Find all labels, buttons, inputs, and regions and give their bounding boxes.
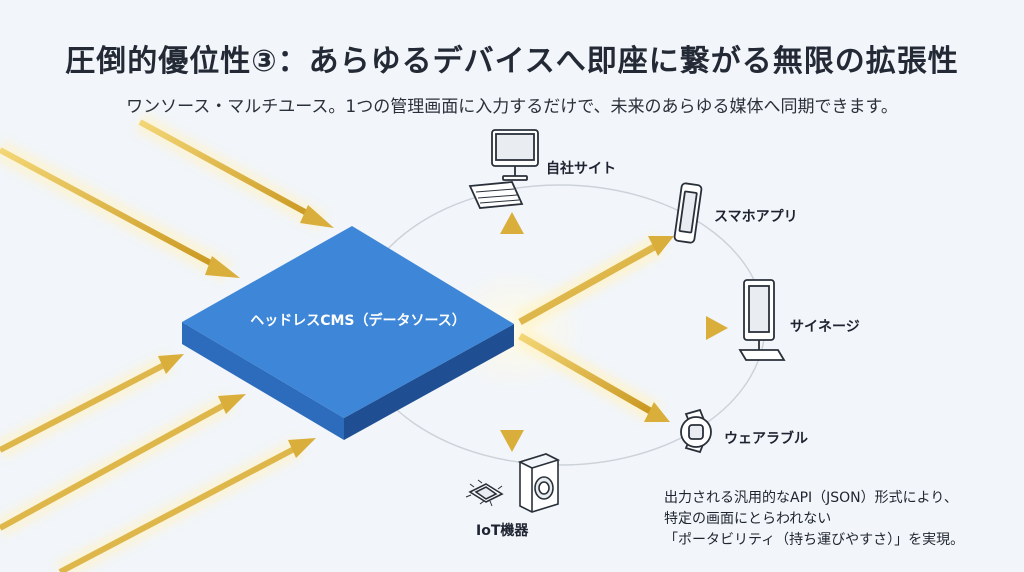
incoming-data-arrows — [0, 113, 334, 572]
device-label-signage: サイネージ — [790, 319, 860, 335]
incoming-arrow — [0, 353, 184, 459]
incoming-arrow — [0, 393, 246, 537]
iot-chip-washer-icon — [465, 453, 561, 513]
note-line: 特定の画面にとらわれない — [664, 511, 832, 527]
washing-machine-icon — [517, 453, 561, 513]
smartphone-icon — [673, 182, 703, 244]
chip-icon — [465, 479, 504, 507]
incoming-arrow — [0, 140, 240, 282]
hub-top-face — [182, 226, 514, 418]
incoming-arrow — [135, 113, 334, 231]
note-line: 「ポータビリティ（持ち運びやすさ）」を実現。 — [664, 532, 965, 548]
device-label-iot: IoT機器 — [476, 523, 529, 539]
page-subtitle: ワンソース・マルチユース。1つの管理画面に入力するだけで、未来のあらゆる媒体へ同… — [126, 97, 898, 117]
arrow-to-signage — [520, 316, 728, 340]
arrow-to-website — [500, 212, 524, 318]
desktop-computer-icon — [468, 129, 539, 209]
hub-side-front — [344, 324, 514, 440]
hub-side-left — [182, 322, 344, 440]
hub-label: ヘッドレスCMS（データソース） — [250, 313, 466, 329]
device-label-smartphone: スマホアプリ — [714, 209, 798, 225]
note-line: 出力される汎用的なAPI（JSON）形式により、 — [664, 490, 958, 506]
page-title: 圧倒的優位性③：あらゆるデバイスへ即座に繋がる無限の拡張性 — [65, 44, 959, 79]
digital-signage-icon — [738, 279, 786, 361]
portability-note: 出力される汎用的なAPI（JSON）形式により、 特定の画面にとらわれない 「ポ… — [664, 488, 964, 551]
incoming-arrow — [55, 437, 316, 572]
arrow-to-wearable — [514, 326, 670, 424]
arrow-to-smartphone — [514, 234, 674, 332]
arrow-to-iot — [500, 336, 524, 452]
headless-cms-hub — [182, 226, 514, 440]
smartwatch-icon — [680, 408, 712, 454]
device-label-wearable: ウェアラブル — [724, 431, 808, 447]
outgoing-data-arrows — [500, 212, 728, 452]
device-label-website: 自社サイト — [546, 161, 616, 177]
